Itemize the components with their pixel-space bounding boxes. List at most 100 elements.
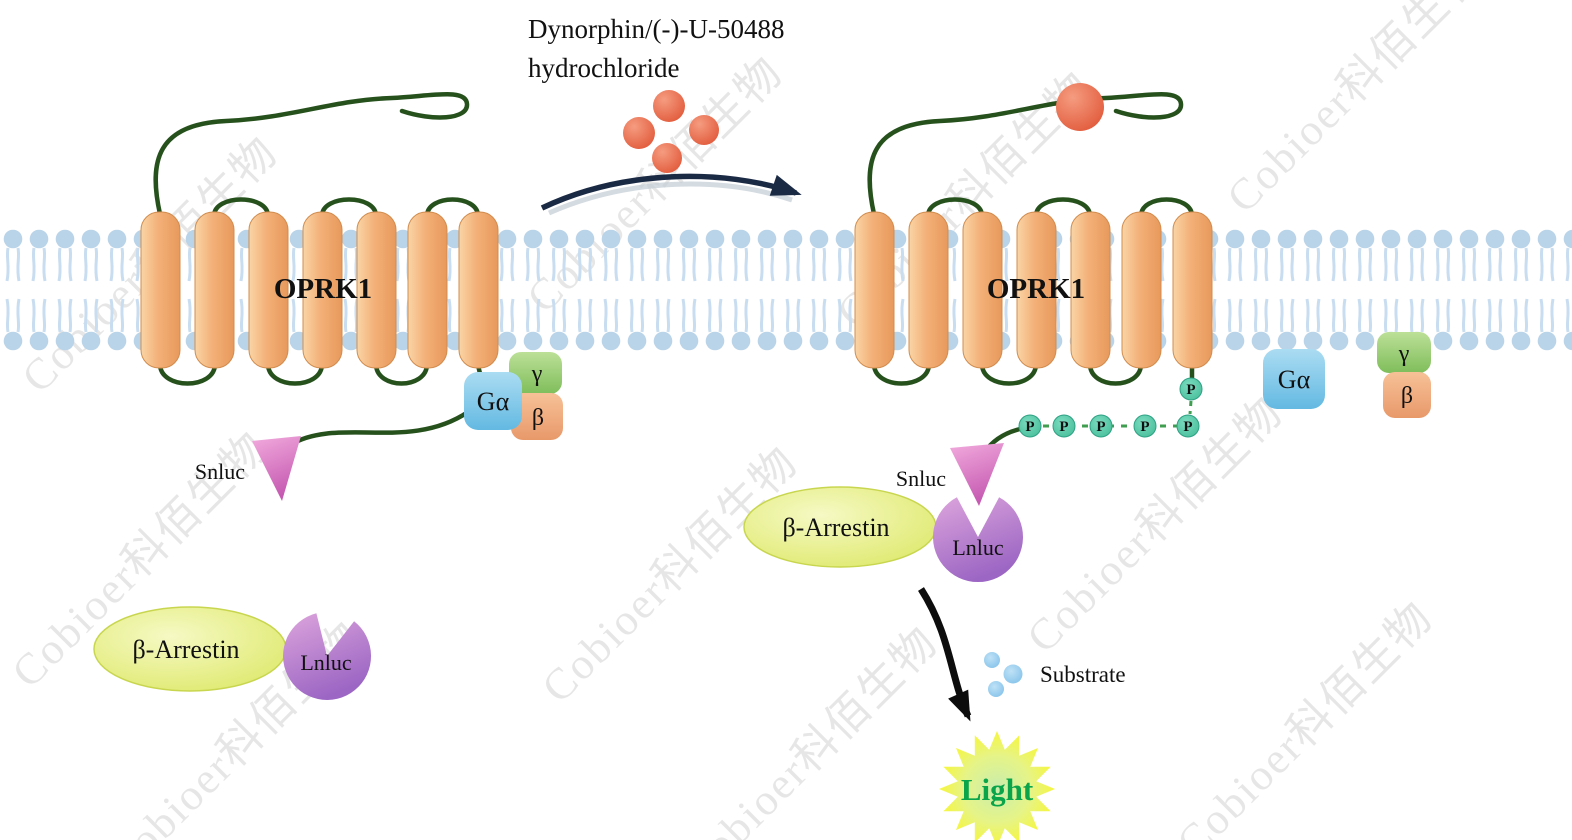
tm-helix [962,211,1003,369]
watermark-text: Cobioer科佰生物 [672,617,947,840]
extracellular-loop [211,197,271,219]
phosphate-label: P [1096,419,1105,435]
activation-arrow-shadow [547,181,793,216]
receptor-label-right: OPRK1 [987,273,1085,305]
g-gamma-subunit [1377,332,1431,373]
ligand-molecule [689,115,719,145]
watermark-text: Cobioer科佰生物 [532,437,807,712]
arrestin-label-right: β-Arrestin [782,513,889,542]
n-terminus-tail [153,92,470,217]
receptor-right-active: OPRK1 P P P P P P Gα γ β [743,83,1431,583]
g-alpha-label: Gα [477,387,510,416]
extracellular-loop [1138,197,1195,219]
arrestin-label-left: β-Arrestin [132,635,239,664]
substrate-molecule [984,652,1000,668]
ligand-molecule [653,90,685,122]
receptor-label-left: OPRK1 [274,273,372,305]
tm-helix [194,211,235,369]
tm-helix [248,211,289,369]
stimulus-label-line2: hydrochloride [528,53,679,83]
reaction-arrow [918,587,972,722]
tm-helix [854,211,895,369]
dissociated-g-protein: Gα γ β [1263,332,1431,418]
intracellular-loop [373,361,430,386]
substrate-label: Substrate [1040,662,1126,687]
tm-helix [356,211,397,369]
stimulus-label-line1: Dynorphin/(-)-U-50488 [528,14,784,44]
snluc-label-left: Snluc [195,459,245,484]
stimulus-group: Dynorphin/(-)-U-50488 hydrochloride [528,14,802,216]
tm-helix [1070,211,1111,369]
ligand-molecule [623,117,655,149]
tm-helix [407,211,448,369]
arrestin-complex-right: Snluc β-Arrestin Lnluc [743,443,1023,583]
extracellular-loop [925,197,985,219]
phosphate-site [1176,414,1200,438]
arrestin-complex-left: β-Arrestin Lnluc [93,606,372,700]
membrane-top-leaflet [0,228,1572,290]
intracellular-loop [265,361,325,386]
lnluc-label-right: Lnluc [952,535,1004,560]
intracellular-loop [871,361,932,386]
g-beta-label: β [532,405,544,431]
g-protein-complex-left: Gα γ β [464,352,563,440]
phosphate-label: P [1186,382,1195,398]
g-alpha-label: Gα [1278,365,1311,394]
tm-helix [1016,211,1057,369]
ligand-molecule [652,143,682,173]
snluc-fragment [950,443,1004,506]
intracellular-loop [1087,361,1144,386]
watermark-text: Cobioer科佰生物 [1217,0,1492,222]
substrate-molecule [988,681,1004,697]
g-beta-subunit [511,393,563,440]
phosphate-site [1179,377,1203,401]
c-terminus-tail [287,409,471,448]
membrane-bottom-leaflet [0,290,1572,352]
g-beta-label: β [1401,383,1413,409]
cell-membrane [0,228,1572,352]
extracellular-loop [424,197,481,219]
g-alpha-subunit [464,372,522,430]
g-beta-subunit [1383,372,1431,418]
lnluc-label-left: Lnluc [300,650,352,675]
phosphate-site [1089,414,1113,438]
g-alpha-subunit [1263,349,1325,409]
tm-helix [1172,211,1213,369]
substrate-molecule [1003,664,1023,684]
bound-ligand [1056,83,1104,131]
readout-group: Substrate Light [918,587,1126,840]
g-gamma-label: γ [1398,341,1410,367]
g-gamma-label: γ [531,361,543,387]
phosphate-label: P [1140,419,1149,435]
extracellular-loop [319,197,379,219]
receptor-left-helices [140,211,499,369]
snluc-label-right: Snluc [896,466,946,491]
phosphate-label: P [1059,419,1068,435]
intracellular-loop [979,361,1039,386]
light-starburst [939,731,1055,840]
g-gamma-subunit [509,352,562,394]
watermark-layer: Cobioer科佰生物 Cobioer科佰生物 Cobioer科佰生物 Cobi… [2,0,1492,840]
lnluc-fragment [933,497,1023,583]
phosphate-site [1133,414,1157,438]
lnluc-fragment [283,613,372,700]
tm-helix [458,211,499,369]
phosphate-site [1018,414,1042,438]
receptor-left-inactive: OPRK1 Gα γ β Snluc β-Arrestin Lnluc [93,92,563,700]
snluc-fragment [252,436,301,501]
receptor-left-loops [153,92,502,448]
activation-arrow [540,173,802,211]
tm-helix [140,211,181,369]
receptor-right-helices [854,211,1213,369]
intracellular-loop [157,361,218,386]
tm-helix [302,211,343,369]
phosphate-site [1052,414,1076,438]
phosphorylated-tail: P P P P P P [1018,377,1203,438]
extracellular-loop [1033,197,1093,219]
tm-helix [1121,211,1162,369]
phosphate-label: P [1183,419,1192,435]
light-label: Light [961,772,1034,807]
phosphate-label: P [1025,419,1034,435]
